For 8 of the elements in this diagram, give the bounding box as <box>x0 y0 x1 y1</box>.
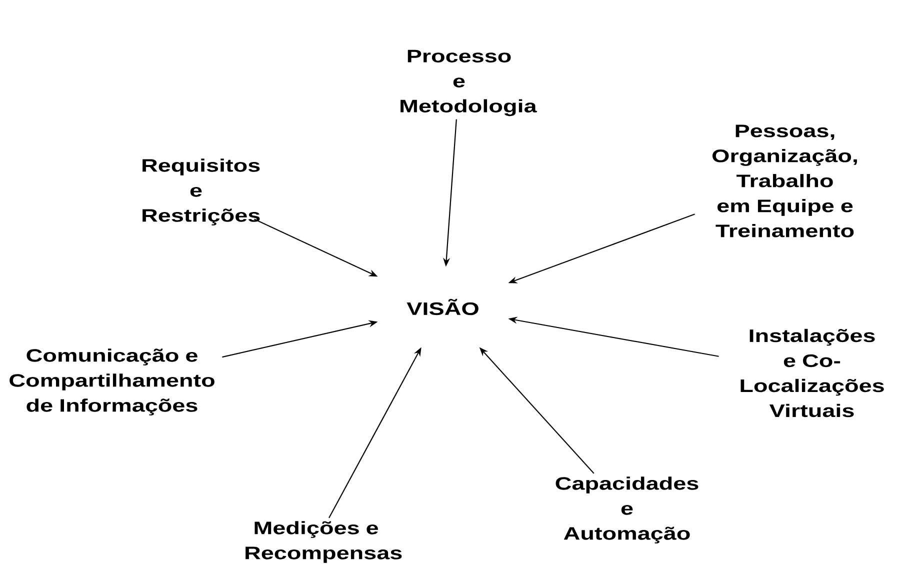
label-text: Capacidades e Automação <box>556 476 698 544</box>
label-text: Comunicação e Compartilhamento de Informações <box>10 348 214 416</box>
label-text: Instalações e Co-Localizações Virtuais <box>740 328 884 418</box>
label-text: Pessoas, Organização, Trabalho em Equipe e Treinamento <box>712 124 857 238</box>
label-text: Medições e Recompensas <box>246 521 402 563</box>
center-label: VISÃO <box>406 298 478 316</box>
label-text: Processo e Metodologia <box>400 50 537 116</box>
label-text: Requisitos e Restrições <box>142 158 260 226</box>
